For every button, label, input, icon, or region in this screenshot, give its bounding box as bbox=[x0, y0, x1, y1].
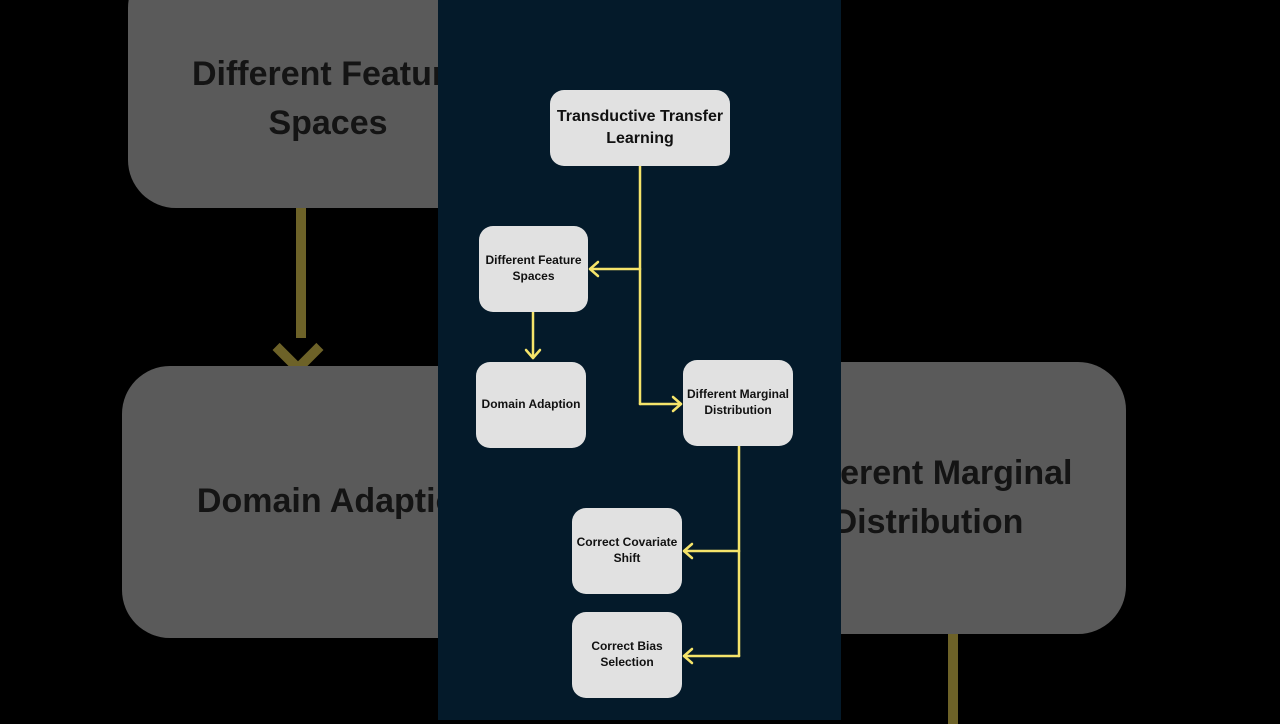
node-transductive-transfer-learning: Transductive Transfer Learning bbox=[550, 90, 730, 166]
connector-layer bbox=[524, 164, 741, 665]
backdrop-arrow-line bbox=[296, 208, 306, 338]
arrowhead-domain bbox=[524, 348, 542, 360]
backdrop-arrow-line-lower bbox=[948, 634, 958, 724]
arrowhead-feature-spaces bbox=[588, 260, 600, 278]
backdrop-domain-adaption-box: Domain Adaption bbox=[122, 366, 492, 638]
node-different-marginal-distribution-label: Different Marginal Distribution bbox=[687, 387, 790, 417]
node-transductive-transfer-learning-label: Transductive Transfer Learning bbox=[556, 108, 724, 147]
node-correct-covariate-shift: Correct Covariate Shift bbox=[572, 508, 682, 594]
node-correct-bias-selection: Correct Bias Selection bbox=[572, 612, 682, 698]
arrowhead-marginal bbox=[671, 395, 683, 413]
node-different-marginal-distribution: Different Marginal Distribution bbox=[683, 360, 793, 446]
arrowhead-bias bbox=[682, 647, 694, 665]
node-domain-adaption-label: Domain Adaption bbox=[481, 397, 581, 412]
node-different-feature-spaces: Different Feature Spaces bbox=[479, 226, 588, 312]
backdrop-feature-spaces-box: Different Feature Spaces bbox=[128, 0, 488, 208]
backdrop-domain-adaption-label: Domain Adaption bbox=[196, 482, 478, 521]
diagram-panel: Transductive Transfer Learning Different… bbox=[438, 0, 841, 720]
node-correct-bias-selection-label: Correct Bias Selection bbox=[591, 639, 663, 669]
node-correct-covariate-shift-label: Correct Covariate Shift bbox=[576, 535, 678, 565]
node-different-feature-spaces-label: Different Feature Spaces bbox=[485, 253, 582, 283]
arrowhead-covariate bbox=[682, 542, 694, 560]
backdrop-feature-spaces-label: Different Feature Spaces bbox=[191, 54, 465, 142]
node-domain-adaption: Domain Adaption bbox=[476, 362, 586, 448]
